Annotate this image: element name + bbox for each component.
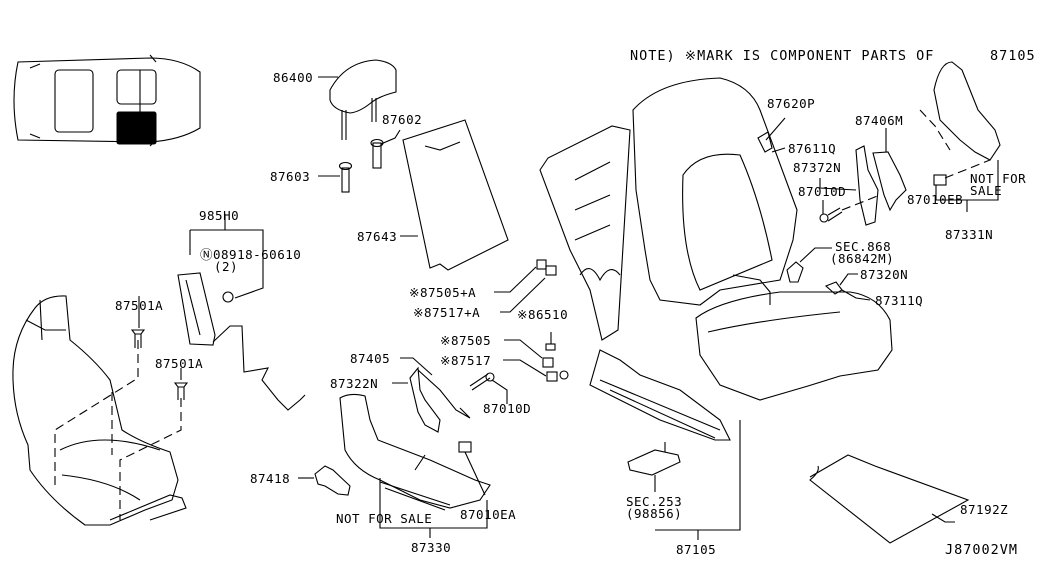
section-sub-86842m: (86842M) (830, 251, 895, 266)
clip-87505-icon (542, 357, 554, 368)
headrest-icon (329, 59, 397, 140)
part-label-87643[interactable]: 87643 (357, 229, 398, 244)
not-for-sale-label-2a: NOT FOR (970, 171, 1027, 186)
car-locator-icon (13, 54, 201, 147)
screw-87010d-2-icon (819, 207, 843, 223)
trim-87372n (855, 145, 879, 226)
part-label-87331n[interactable]: 87331N (945, 227, 994, 242)
cover-87331n (933, 61, 1001, 161)
part-label-87192z[interactable]: 87192Z (960, 502, 1009, 517)
buckle-86842m-icon (786, 261, 804, 283)
part-quantity: (2) (214, 259, 239, 274)
part-label-87010d-1[interactable]: 87010D (483, 401, 532, 416)
part-label-87010d-2[interactable]: 87010D (798, 184, 847, 199)
seat-assembly-small-icon (12, 295, 187, 526)
bolt-87501a-2-icon (173, 382, 189, 400)
part-label-87406m[interactable]: 87406M (855, 113, 904, 128)
clip-87620p-icon (757, 131, 773, 153)
section-label-868[interactable]: SEC.868 (835, 239, 892, 254)
part-label-87517[interactable]: ※87517 (440, 353, 492, 368)
trim-87406m (872, 151, 907, 212)
part-label-87322n[interactable]: 87322N (330, 376, 379, 391)
part-label-08918-60610[interactable]: Ⓝ08918-60610 (200, 247, 302, 262)
part-label-87501a-2[interactable]: 87501A (155, 356, 204, 371)
mat-87192z (809, 454, 970, 544)
part-label-87501a-1[interactable]: 87501A (115, 298, 164, 313)
clip-87505a-icon (536, 259, 547, 270)
part-label-86400[interactable]: 86400 (273, 70, 314, 85)
part-label-87330[interactable]: 87330 (411, 540, 452, 555)
part-label-87505[interactable]: ※87505 (440, 333, 492, 348)
headrest-guide-lock-icon (338, 161, 353, 193)
side-trim-87322n (409, 366, 471, 433)
section-label-253[interactable]: SEC.253 (626, 494, 683, 509)
part-label-86510[interactable]: ※86510 (517, 307, 569, 322)
clip-86510-icon (545, 343, 556, 351)
part-label-87517a[interactable]: ※87517+A (413, 305, 481, 320)
knob-87418-icon (314, 465, 351, 496)
part-label-87602[interactable]: 87602 (382, 112, 423, 127)
part-label-87611q[interactable]: 87611Q (788, 141, 837, 156)
diagram-code: J87002VM (945, 542, 1019, 558)
clip-87010ea-icon (458, 441, 472, 453)
component-note: NOTE) ※MARK IS COMPONENT PARTS OF (630, 48, 935, 64)
part-label-87418[interactable]: 87418 (250, 471, 291, 486)
part-label-87010eb[interactable]: 87010EB (907, 192, 964, 207)
back-board (402, 119, 509, 271)
part-label-87311q[interactable]: 87311Q (875, 293, 924, 308)
part-label-87620p[interactable]: 87620P (767, 96, 816, 111)
seat-assembly-main-icon (539, 77, 893, 441)
part-label-87010ea[interactable]: 87010EA (460, 507, 517, 522)
clip-87010eb-icon (933, 174, 947, 186)
part-label-985h0[interactable]: 985H0 (199, 208, 240, 223)
side-cover-87330 (339, 393, 491, 509)
highlighted-seat (116, 111, 157, 145)
not-for-sale-label-1: NOT FOR SALE (336, 511, 433, 526)
part-label-87405[interactable]: 87405 (350, 351, 391, 366)
part-label-87372n[interactable]: 87372N (793, 160, 842, 175)
section-sub-98856: (98856) (626, 506, 683, 521)
clip-87517-icon (546, 370, 569, 382)
side-airbag-icon (177, 272, 306, 411)
part-label-87505a[interactable]: ※87505+A (409, 285, 477, 300)
part-label-87320n[interactable]: 87320N (860, 267, 909, 282)
control-unit-98856-icon (627, 442, 681, 476)
part-label-87603[interactable]: 87603 (270, 169, 311, 184)
clip-87517a-icon (545, 265, 557, 276)
screw-87010d-1-icon (469, 372, 495, 391)
not-for-sale-label-2b: SALE (970, 183, 1003, 198)
bolt-87501a-1-icon (130, 329, 146, 348)
part-label-87105[interactable]: 87105 (676, 542, 717, 557)
note-part-number: 87105 (990, 48, 1036, 64)
